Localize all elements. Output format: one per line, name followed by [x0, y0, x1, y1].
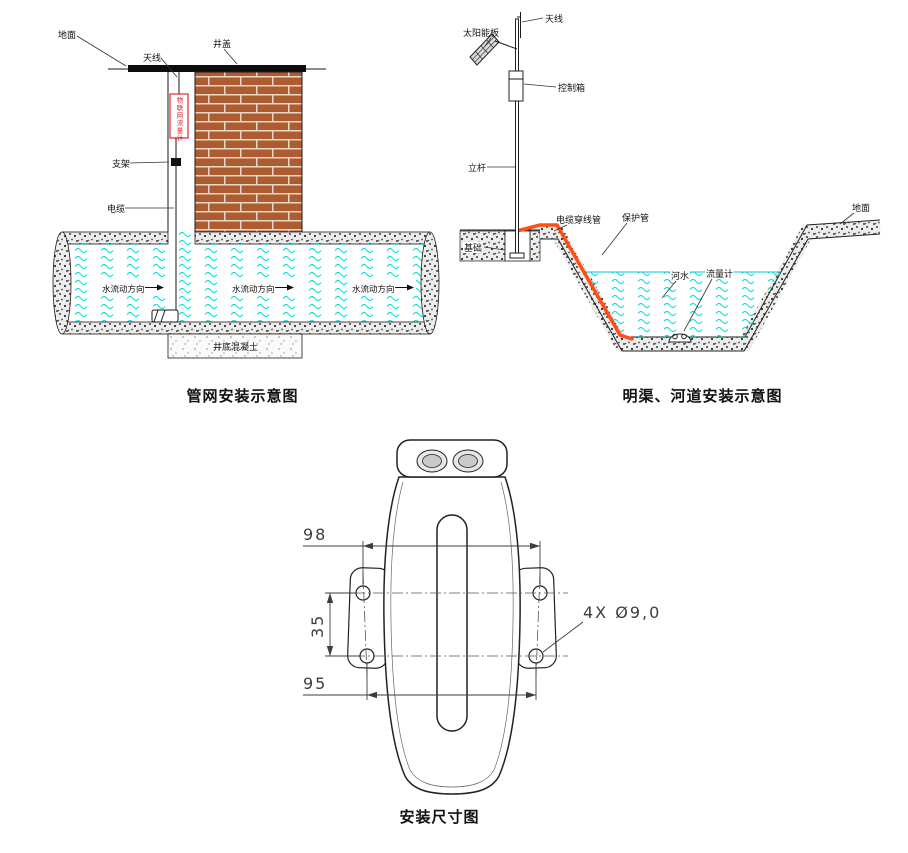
- svg-text:98: 98: [303, 525, 327, 544]
- svg-text:保护管: 保护管: [622, 212, 649, 224]
- svg-text:天线: 天线: [143, 52, 161, 64]
- label-solar-panel: 太阳能板: [463, 27, 499, 47]
- label-well-cover: 井盖: [213, 38, 238, 65]
- iot-device-label: 物联网流量计: [175, 96, 183, 143]
- svg-text:控制箱: 控制箱: [558, 82, 585, 94]
- svg-text:太阳能板: 太阳能板: [463, 27, 499, 39]
- iot-flowmeter-device: [169, 93, 189, 139]
- pipe-diagram-caption: 管网安装示意图: [186, 387, 299, 405]
- channel-installation-diagram: 太阳能板 天线 控制箱 立杆 基础 电缆穿线管 保护管 地面: [459, 12, 881, 352]
- dimension-diagram-caption: 安装尺寸图: [399, 808, 480, 826]
- svg-text:地面: 地面: [852, 202, 870, 214]
- svg-text:35: 35: [308, 614, 327, 638]
- device-body-inner-contour: [390, 481, 514, 788]
- shaft-water: [168, 232, 195, 244]
- svg-text:电缆穿线管: 电缆穿线管: [556, 214, 601, 226]
- central-slot: [436, 514, 468, 732]
- svg-text:河水: 河水: [671, 270, 689, 282]
- dimension-diagram: 98 35 95 4X Ø9,0: [303, 439, 661, 795]
- flow-direction-label: 水流动方向: [350, 279, 416, 296]
- svg-text:井盖: 井盖: [213, 38, 231, 50]
- device-top-cap: [396, 439, 508, 478]
- flow-direction-label: 水流动方向: [230, 279, 296, 296]
- label-ground: 地面: [58, 29, 127, 67]
- dimension-95: 95: [303, 663, 537, 700]
- well-bottom-label: 井底混凝土: [213, 341, 258, 353]
- control-box: [508, 70, 524, 102]
- svg-text:基础: 基础: [464, 242, 482, 254]
- label-flowmeter: 流量计: [683, 267, 734, 332]
- pipe-end-right: [420, 231, 440, 335]
- label-cable: 电缆: [107, 203, 174, 215]
- label-ground: 地面: [839, 202, 870, 225]
- cable-conduit-pipe: [515, 223, 634, 341]
- label-antenna: 天线: [521, 13, 563, 25]
- svg-text:天线: 天线: [545, 13, 563, 25]
- dimension-hole-note: 4X Ø9,0: [542, 603, 661, 653]
- svg-text:水流动方向: 水流动方向: [352, 284, 395, 295]
- pipe-end-left: [52, 231, 72, 335]
- label-pole: 立杆: [468, 162, 515, 174]
- label-foundation: 基础: [463, 242, 506, 254]
- svg-text:水流动方向: 水流动方向: [102, 284, 145, 295]
- well-cover: [128, 65, 306, 72]
- svg-text:流量计: 流量计: [706, 268, 733, 280]
- svg-text:地面: 地面: [58, 29, 76, 41]
- label-antenna: 天线: [143, 52, 178, 78]
- pipe-flowmeter: [151, 309, 179, 323]
- centerlines: [335, 572, 568, 677]
- brick-wall: [194, 71, 303, 233]
- dimension-98: 98: [303, 525, 541, 586]
- label-bracket: 支架: [112, 158, 170, 170]
- channel-diagram-caption: 明渠、河道安装示意图: [622, 387, 783, 405]
- channel-flowmeter: [668, 333, 692, 343]
- label-river-water: 河水: [661, 269, 690, 299]
- pole-base-plate: [509, 252, 525, 259]
- solar-panel: [469, 33, 518, 66]
- svg-text:95: 95: [303, 674, 327, 693]
- label-protection-tube: 保护管: [601, 212, 649, 256]
- dimension-35: 35: [308, 592, 360, 657]
- svg-text:4X Ø9,0: 4X Ø9,0: [583, 603, 661, 622]
- label-control-box: 控制箱: [523, 82, 585, 94]
- well-bottom-block: [167, 333, 303, 359]
- flow-direction-label: 水流动方向: [100, 279, 166, 296]
- svg-text:立杆: 立杆: [468, 162, 486, 174]
- pole: [515, 18, 519, 254]
- svg-text:支架: 支架: [112, 158, 130, 170]
- mounting-pole-group: [469, 12, 525, 259]
- label-cable-conduit: 电缆穿线管: [553, 214, 601, 232]
- pipe-installation-diagram: 井底混凝土 物联网流量计 水流动方向 水流动方向 水流动方向: [52, 29, 440, 359]
- sensor-ports: [416, 449, 484, 473]
- svg-text:水流动方向: 水流动方向: [232, 284, 275, 295]
- svg-text:电缆: 电缆: [107, 203, 125, 215]
